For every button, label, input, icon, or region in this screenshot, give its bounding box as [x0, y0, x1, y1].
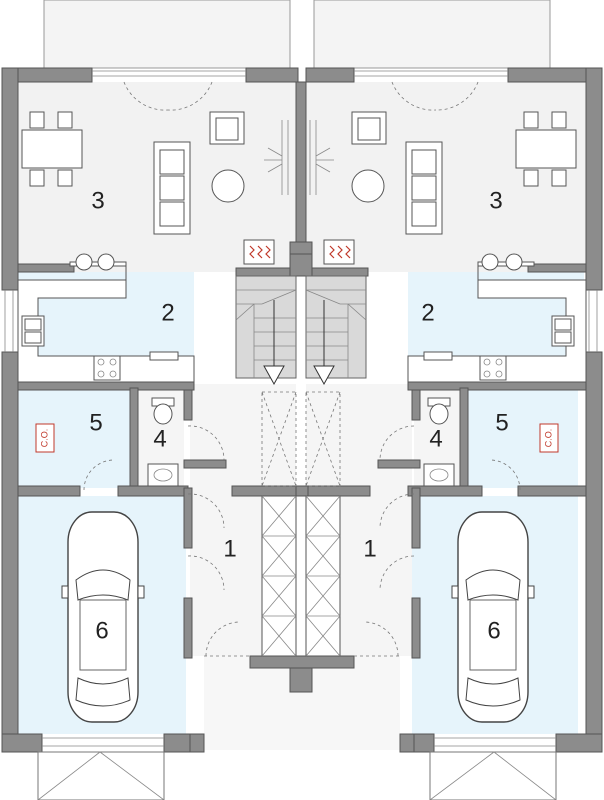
boiler-mark-right: C.O. — [539, 423, 559, 453]
room-label-3-left: 3 — [91, 187, 104, 214]
room-label-3-right: 3 — [489, 187, 502, 214]
walls — [1, 67, 603, 753]
storage-cabinets — [261, 495, 341, 657]
stairs-left — [235, 275, 297, 386]
dining-set-right — [515, 111, 577, 187]
coffee-table-right — [351, 169, 385, 203]
kitchen-counter-left — [17, 253, 195, 383]
boiler-room-left-floor — [18, 390, 130, 488]
coffee-table-left — [211, 169, 245, 203]
door-swings — [83, 425, 521, 657]
windows — [4, 70, 598, 747]
terrace-right — [313, 0, 551, 69]
wc-fixtures-left — [147, 397, 179, 487]
boiler-mark-right-text: C.O. — [543, 429, 553, 448]
car-right-icon — [451, 511, 535, 723]
driveway-left — [37, 751, 165, 800]
heater-icon-left — [243, 239, 275, 265]
dining-set-left — [21, 111, 83, 187]
driveway-right — [429, 751, 557, 800]
room-label-2-right: 2 — [421, 299, 434, 326]
room-label-1-right: 1 — [363, 535, 376, 562]
room-label-4-left: 4 — [153, 425, 166, 452]
room-label-6-right: 6 — [487, 617, 500, 644]
armchair-left — [209, 111, 245, 145]
kitchen-counter-right — [407, 253, 587, 383]
room-label-1-left: 1 — [223, 535, 236, 562]
heater-icon-right — [323, 239, 355, 265]
stair-projection — [261, 391, 341, 487]
room-label-4-right: 4 — [429, 425, 442, 452]
room-label-2-left: 2 — [161, 299, 174, 326]
car-left-icon — [61, 511, 145, 723]
room-label-6-left: 6 — [95, 617, 108, 644]
terrace-left — [43, 0, 291, 69]
armchair-right — [351, 111, 387, 145]
boiler-room-right-floor — [466, 390, 578, 488]
boiler-mark-left-text: C.O. — [39, 429, 49, 448]
fireplace-right — [309, 120, 334, 195]
wc-fixtures-right — [423, 397, 455, 487]
terrace-doors — [123, 81, 479, 111]
room-label-5-left: 5 — [89, 409, 102, 436]
room-label-5-right: 5 — [495, 409, 508, 436]
boiler-mark-left: C.O. — [35, 423, 55, 453]
fireplace-left — [264, 120, 289, 195]
stairs-right — [305, 275, 367, 386]
sofa-right — [405, 141, 443, 235]
sofa-left — [153, 141, 191, 235]
